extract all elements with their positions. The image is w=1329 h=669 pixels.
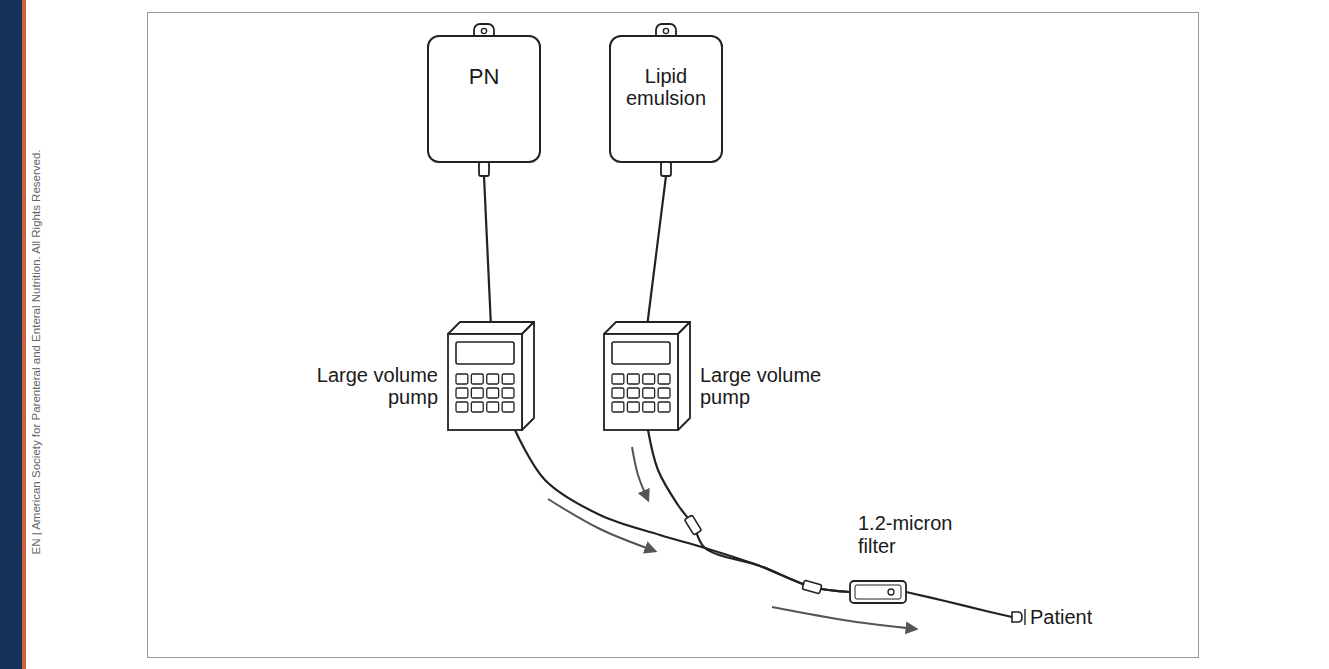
- pump-label: Large volume pump: [700, 364, 828, 409]
- brand-bar: [0, 0, 22, 669]
- copyright-notice: EN | American Society for Parenteral and…: [29, 149, 43, 554]
- pump-key: [643, 402, 655, 412]
- pump-key: [612, 402, 624, 412]
- pump-top: [604, 322, 690, 334]
- bag-body: [428, 36, 540, 162]
- pump-key: [643, 374, 655, 384]
- pump-key: [658, 402, 670, 412]
- pump-key: [627, 402, 639, 412]
- bag-body: [610, 36, 722, 162]
- pump-top: [448, 322, 534, 334]
- pump-key: [487, 402, 499, 412]
- tube-connector: [684, 515, 701, 535]
- iv-tubing: [515, 430, 850, 592]
- pump-screen: [612, 342, 670, 364]
- filter-label: 1.2-micron filter: [858, 512, 964, 557]
- tube-connector: [802, 580, 822, 594]
- iv-bag: PN: [427, 35, 541, 163]
- pump-label: Large volume pump: [310, 364, 438, 409]
- bag-label: PN: [433, 65, 535, 90]
- pump-front: [604, 334, 678, 430]
- iv-tubing: [647, 176, 666, 327]
- pump-key: [627, 388, 639, 398]
- patient-hub: [1012, 612, 1022, 622]
- iv-tubing: [632, 430, 850, 592]
- pump-key: [487, 388, 499, 398]
- pump-key: [502, 402, 514, 412]
- iv-tubing: [484, 176, 491, 327]
- hanger-hole: [481, 28, 486, 33]
- pump-key: [643, 388, 655, 398]
- bag-port: [479, 162, 489, 176]
- iv-bag: Lipid emulsion: [609, 35, 723, 163]
- filter-outline: [850, 581, 906, 603]
- patient-marker: [1024, 609, 1025, 625]
- tube-line: [906, 592, 1012, 617]
- pump-side: [678, 322, 690, 430]
- pump-outline: [448, 322, 534, 430]
- pump-key: [658, 388, 670, 398]
- flow-arrow: [632, 447, 648, 500]
- pump-key: [612, 388, 624, 398]
- bag-port: [661, 162, 671, 176]
- pump-key: [456, 388, 468, 398]
- flow-arrow: [548, 499, 655, 551]
- pump-key: [487, 374, 499, 384]
- pump-key: [502, 388, 514, 398]
- pump-screen: [456, 342, 514, 364]
- pump-key: [658, 374, 670, 384]
- pump-key: [471, 402, 483, 412]
- pump-key: [502, 374, 514, 384]
- pump-key: [471, 388, 483, 398]
- pump-outline: [604, 322, 690, 430]
- infusion-pump: Large volume pump: [604, 322, 690, 430]
- filter-vent: [888, 589, 894, 595]
- brand-stripe: [22, 0, 26, 669]
- infusion-pump: Large volume pump: [448, 322, 534, 430]
- pump-key: [627, 374, 639, 384]
- patient-connector: Patient: [1012, 610, 1024, 624]
- bag-label: Lipid emulsion: [615, 65, 717, 110]
- filter-body: [850, 581, 906, 603]
- pump-key: [456, 374, 468, 384]
- figure-frame: [148, 13, 1199, 658]
- inline-filter: 1.2-micron filter: [850, 581, 906, 603]
- pump-side: [522, 322, 534, 430]
- flow-arrow: [772, 607, 916, 629]
- tube-line: [647, 176, 666, 327]
- patient-outline: [1012, 610, 1024, 624]
- pump-key: [612, 374, 624, 384]
- hanger-hole: [663, 28, 668, 33]
- tube-line: [515, 430, 850, 592]
- filter-membrane: [855, 585, 901, 599]
- tube-line: [648, 430, 850, 592]
- tube-line: [484, 176, 491, 327]
- pump-front: [448, 334, 522, 430]
- patient-label: Patient: [1030, 606, 1092, 628]
- pump-key: [471, 374, 483, 384]
- pump-key: [456, 402, 468, 412]
- bag-outline: [427, 35, 541, 163]
